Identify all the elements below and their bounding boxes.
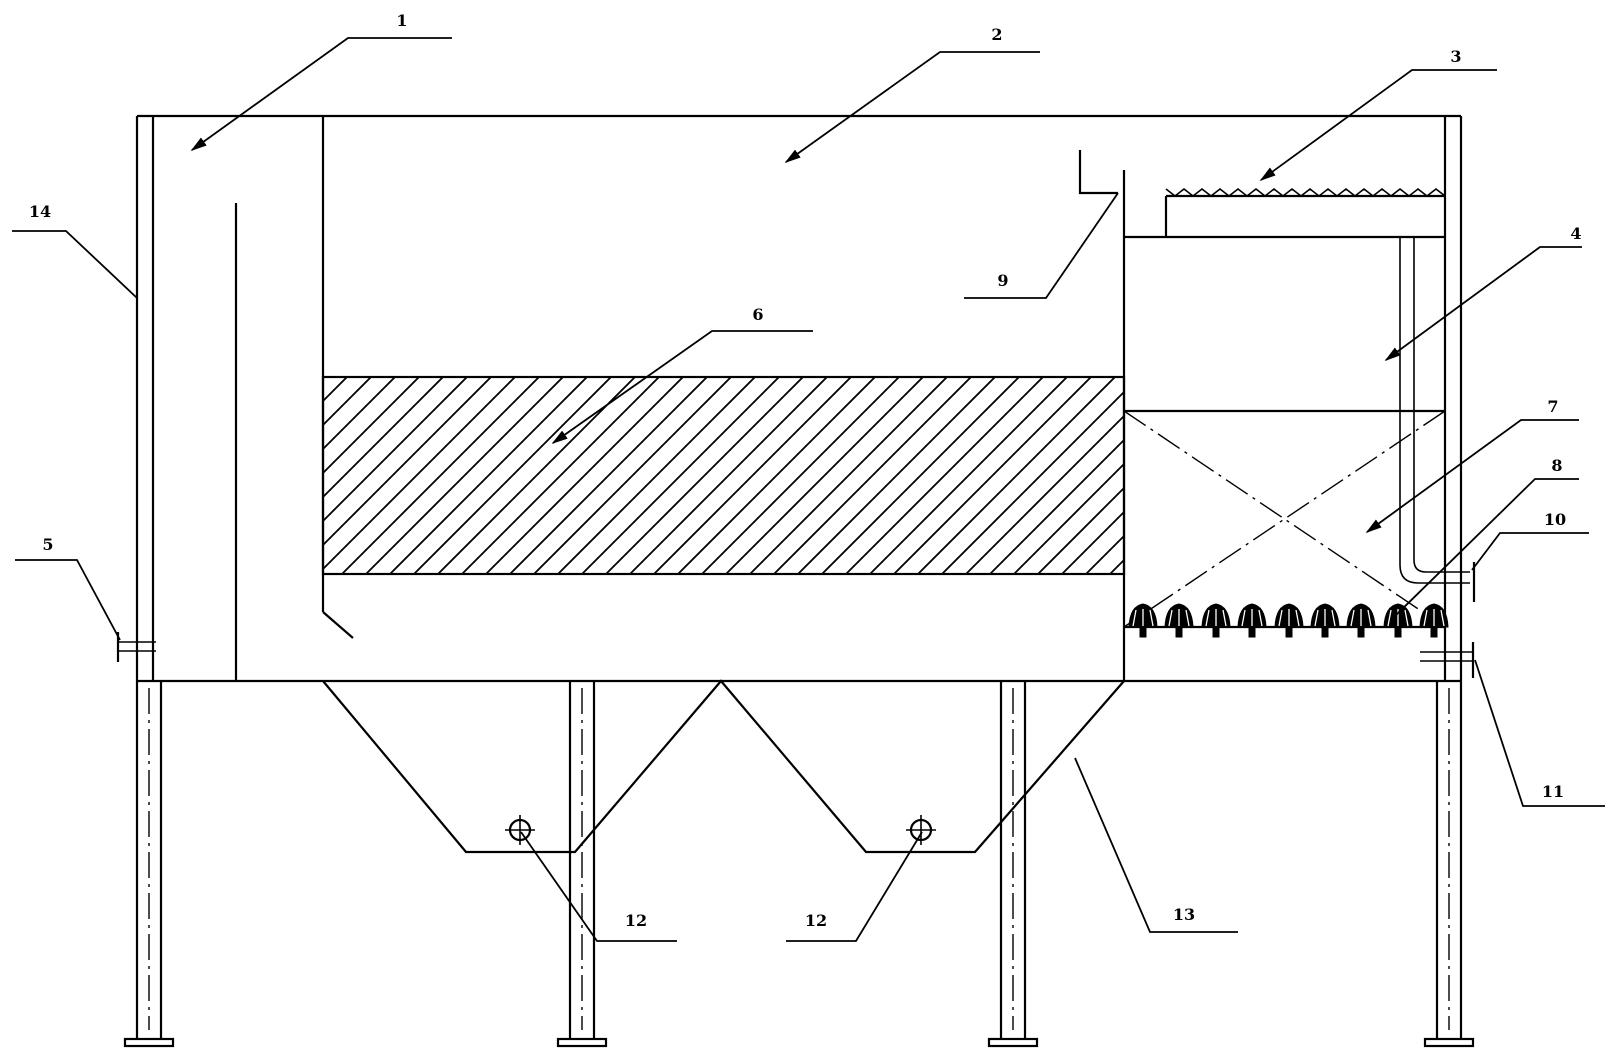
hatch-line [389, 377, 588, 574]
tank-body [135, 114, 1463, 683]
callout-label-13: 13 [1173, 905, 1195, 924]
hatch-line [989, 438, 1124, 574]
hatch-line [725, 377, 924, 574]
hatch-line [1037, 486, 1124, 574]
hatch-line [1013, 462, 1124, 574]
hatch-line [557, 377, 756, 574]
filter-nozzle [1419, 603, 1449, 638]
support-leg [1423, 681, 1475, 1048]
hatch-line [701, 377, 900, 574]
hatch-line [677, 377, 876, 574]
hatch-line [323, 377, 468, 523]
support-leg [123, 681, 175, 1048]
hatch-line [1134, 377, 1331, 574]
hatch-line [509, 377, 708, 574]
callout-label-14: 14 [29, 202, 51, 221]
support-leg [556, 681, 608, 1048]
inlet-channel [234, 116, 354, 681]
callout-label-3: 3 [1450, 47, 1461, 66]
hatch-line [773, 377, 972, 574]
sludge-hoppers [322, 679, 1125, 854]
hatch-line [893, 377, 1092, 574]
hatch-line [845, 377, 1044, 574]
partition-wall [1078, 150, 1126, 681]
filter-nozzle [1128, 603, 1158, 638]
hatch-line [413, 377, 612, 574]
filter-nozzle [1310, 603, 1340, 638]
drain-valve-left [505, 815, 535, 845]
support-leg [987, 681, 1039, 1048]
callout-label-5: 5 [42, 535, 53, 554]
hatch-line [653, 377, 852, 574]
hatch-line [605, 377, 804, 574]
callout-label-9: 9 [997, 271, 1008, 290]
callout-label-12-right: 12 [805, 911, 827, 930]
hatch-line [797, 377, 996, 574]
callout-label-12-left: 12 [625, 911, 647, 930]
callout-label-8: 8 [1551, 456, 1562, 475]
hatch-line [869, 377, 1068, 574]
hatch-line [917, 377, 1116, 574]
hatch-line [323, 377, 492, 547]
hatch-line [323, 377, 348, 403]
hatch-line [323, 377, 420, 475]
hatch-line [341, 377, 540, 574]
hatch-line [437, 377, 636, 574]
filter-nozzle [1201, 603, 1231, 638]
filter-nozzle [1383, 603, 1413, 638]
callout-label-4: 4 [1570, 224, 1581, 243]
hatch-line [323, 377, 516, 571]
hatch-line [323, 377, 324, 379]
filter-nozzle [1237, 603, 1267, 638]
drain-valve-right [906, 815, 936, 845]
filter-nozzle [1274, 603, 1304, 638]
callout-label-10: 10 [1544, 510, 1566, 529]
callout-label-1: 1 [396, 11, 407, 30]
hatch-line [821, 377, 1020, 574]
hatch-line [1109, 558, 1124, 574]
filter-nozzles [1128, 603, 1449, 638]
hatch-line [485, 377, 684, 574]
hatch-line [323, 377, 396, 451]
hatch-line [941, 390, 1124, 574]
hatch-line [1158, 377, 1355, 574]
hatch-line [1254, 377, 1451, 574]
hatch-line [323, 377, 444, 499]
callout-label-7: 7 [1547, 397, 1558, 416]
hatch-line [1061, 510, 1124, 574]
hatch-line [629, 377, 828, 574]
hatch-line [323, 377, 372, 427]
overflow-weir [1165, 187, 1446, 198]
hatch-line [1230, 377, 1427, 574]
filter-chamber [1123, 187, 1476, 678]
hatch-line [365, 377, 564, 574]
hatch-line [749, 377, 948, 574]
filter-nozzle [1346, 603, 1376, 638]
hatch-line [461, 377, 660, 574]
support-legs [123, 681, 1475, 1048]
hatch-line [1206, 377, 1403, 574]
filter-nozzle [1164, 603, 1194, 638]
hatch-line [581, 377, 780, 574]
hatch-line [1085, 534, 1124, 574]
callout-label-11: 11 [1542, 782, 1564, 801]
hatch-line [965, 414, 1124, 574]
callouts: 1 2 3 4 5 6 7 8 9 10 11 12 12 13 14 [12, 11, 1605, 942]
callout-label-6: 6 [752, 305, 763, 324]
filler-bed [321, 375, 1451, 576]
callout-label-2: 2 [991, 25, 1002, 44]
hatch-line [533, 377, 732, 574]
